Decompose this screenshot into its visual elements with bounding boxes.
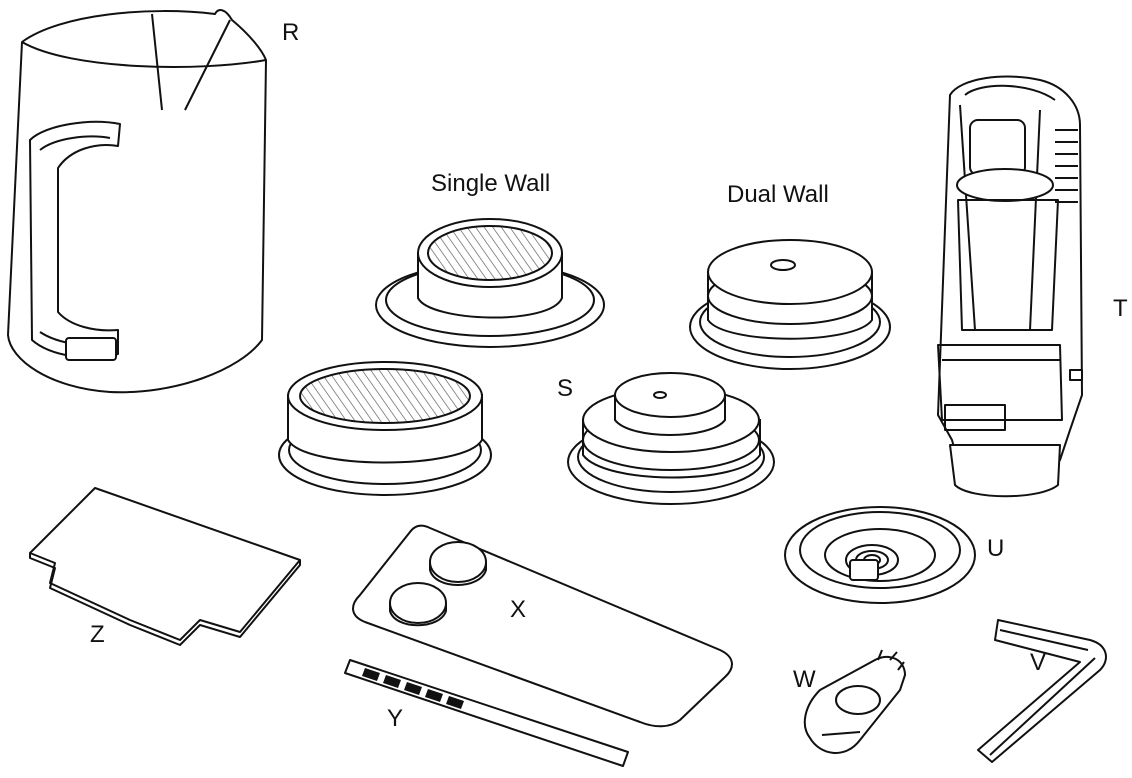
label-s: S <box>557 375 574 402</box>
label-single-wall: Single Wall <box>431 170 551 197</box>
steam-tip-disc <box>784 506 976 604</box>
milk-jug <box>7 9 267 394</box>
label-r: R <box>282 19 300 46</box>
cleaning-tablets-card <box>352 524 733 728</box>
label-t: T <box>1113 295 1128 322</box>
single-wall-basket-2 <box>278 361 492 496</box>
cleaning-plate <box>29 487 301 646</box>
label-dual-wall: Dual Wall <box>727 181 829 208</box>
label-w: W <box>793 666 816 693</box>
test-strip <box>344 659 629 767</box>
dual-wall-basket-2 <box>567 372 775 505</box>
single-wall-basket-1 <box>375 218 605 348</box>
water-filter-holder <box>937 75 1083 498</box>
label-z: Z <box>90 621 105 648</box>
hex-key <box>977 619 1107 763</box>
label-v: V <box>1030 649 1047 676</box>
label-y: Y <box>387 705 404 732</box>
label-u: U <box>987 535 1005 562</box>
label-x: X <box>510 596 527 623</box>
cleaning-tool <box>803 649 906 754</box>
dual-wall-basket-1 <box>689 239 891 370</box>
